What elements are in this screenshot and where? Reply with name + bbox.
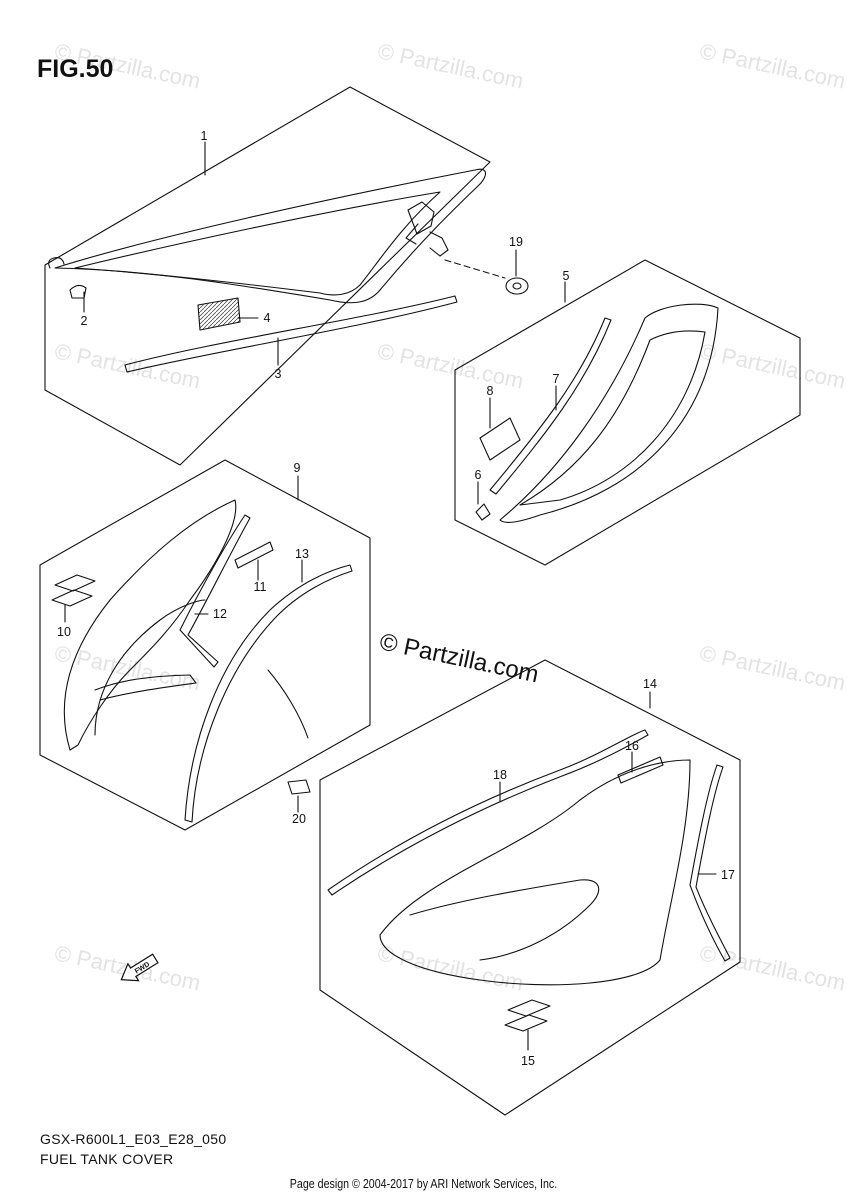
part-4-reflector-shape <box>197 297 241 331</box>
part-1-cover-frame <box>54 168 487 304</box>
assembly-box-14 <box>319 659 741 1116</box>
part-8-pad-shape <box>479 417 521 461</box>
callout-14: 14 <box>643 677 657 691</box>
part-13-inner-line <box>267 669 309 739</box>
part-19-grommet-shape <box>505 277 529 295</box>
callout-13: 13 <box>295 547 309 561</box>
callout-11: 11 <box>254 580 267 594</box>
callout-20: 20 <box>292 812 306 826</box>
assembly-box-1 <box>44 86 491 466</box>
assembly-box-5 <box>454 259 801 566</box>
part-10-emblem-shape <box>51 574 96 607</box>
part-14-cover-inner <box>409 879 600 961</box>
part-19-grommet-hole <box>512 282 522 290</box>
part-1-cover-inner <box>74 191 441 296</box>
part-3-trim-strip-shape <box>124 295 458 373</box>
part-5-cover-inner <box>519 330 706 506</box>
fwd-label: FWD <box>134 961 151 975</box>
model-code: GSX-R600L1_E03_E28_050 <box>40 1131 227 1147</box>
callout-12: 12 <box>213 607 227 621</box>
callout-9: 9 <box>294 461 301 475</box>
callout-4: 4 <box>264 311 271 325</box>
callout-6: 6 <box>475 468 482 482</box>
callout-7: 7 <box>553 372 560 386</box>
part-1-bracket <box>405 201 449 257</box>
part-20-clip-shape <box>287 779 311 795</box>
fwd-arrow-icon: FWD <box>120 953 159 982</box>
figure-title: FIG.50 <box>37 55 114 83</box>
part-9-lower-bracket <box>94 674 197 701</box>
callout-10: 10 <box>57 625 71 639</box>
callout-17: 17 <box>721 868 735 882</box>
assembly-box-9 <box>39 459 371 831</box>
part-17-strip-shape <box>689 764 731 962</box>
part-6-clip-shape <box>475 503 491 521</box>
figure-caption: FUEL TANK COVER <box>40 1151 174 1167</box>
callout-19: 19 <box>509 235 523 249</box>
part-18-strip-shape <box>327 729 649 896</box>
part-14-cover-outer <box>379 759 691 986</box>
part-11-strip-shape <box>234 541 274 569</box>
callout-18: 18 <box>493 768 507 782</box>
callout-2: 2 <box>81 314 88 328</box>
callout-16: 16 <box>625 739 639 753</box>
part-19-leader-dash <box>444 259 506 279</box>
callout-1: 1 <box>201 129 208 143</box>
part-16-pad-shape <box>617 756 664 784</box>
callout-5: 5 <box>563 269 570 283</box>
copyright-notice: Page design © 2004-2017 by ARI Network S… <box>289 1176 558 1191</box>
callout-3: 3 <box>275 367 282 381</box>
callout-15: 15 <box>521 1054 535 1068</box>
part-12-strip-shape <box>179 514 251 668</box>
part-9-panel-inner <box>94 599 206 736</box>
callout-8: 8 <box>487 384 494 398</box>
part-9-panel-outer <box>63 499 237 751</box>
part-5-cover-outer <box>499 303 719 524</box>
part-7-strip-shape <box>489 317 612 495</box>
part-15-emblem-shape <box>504 999 551 1032</box>
part-13-strip-shape <box>184 564 353 823</box>
part-1-clip <box>48 257 65 269</box>
